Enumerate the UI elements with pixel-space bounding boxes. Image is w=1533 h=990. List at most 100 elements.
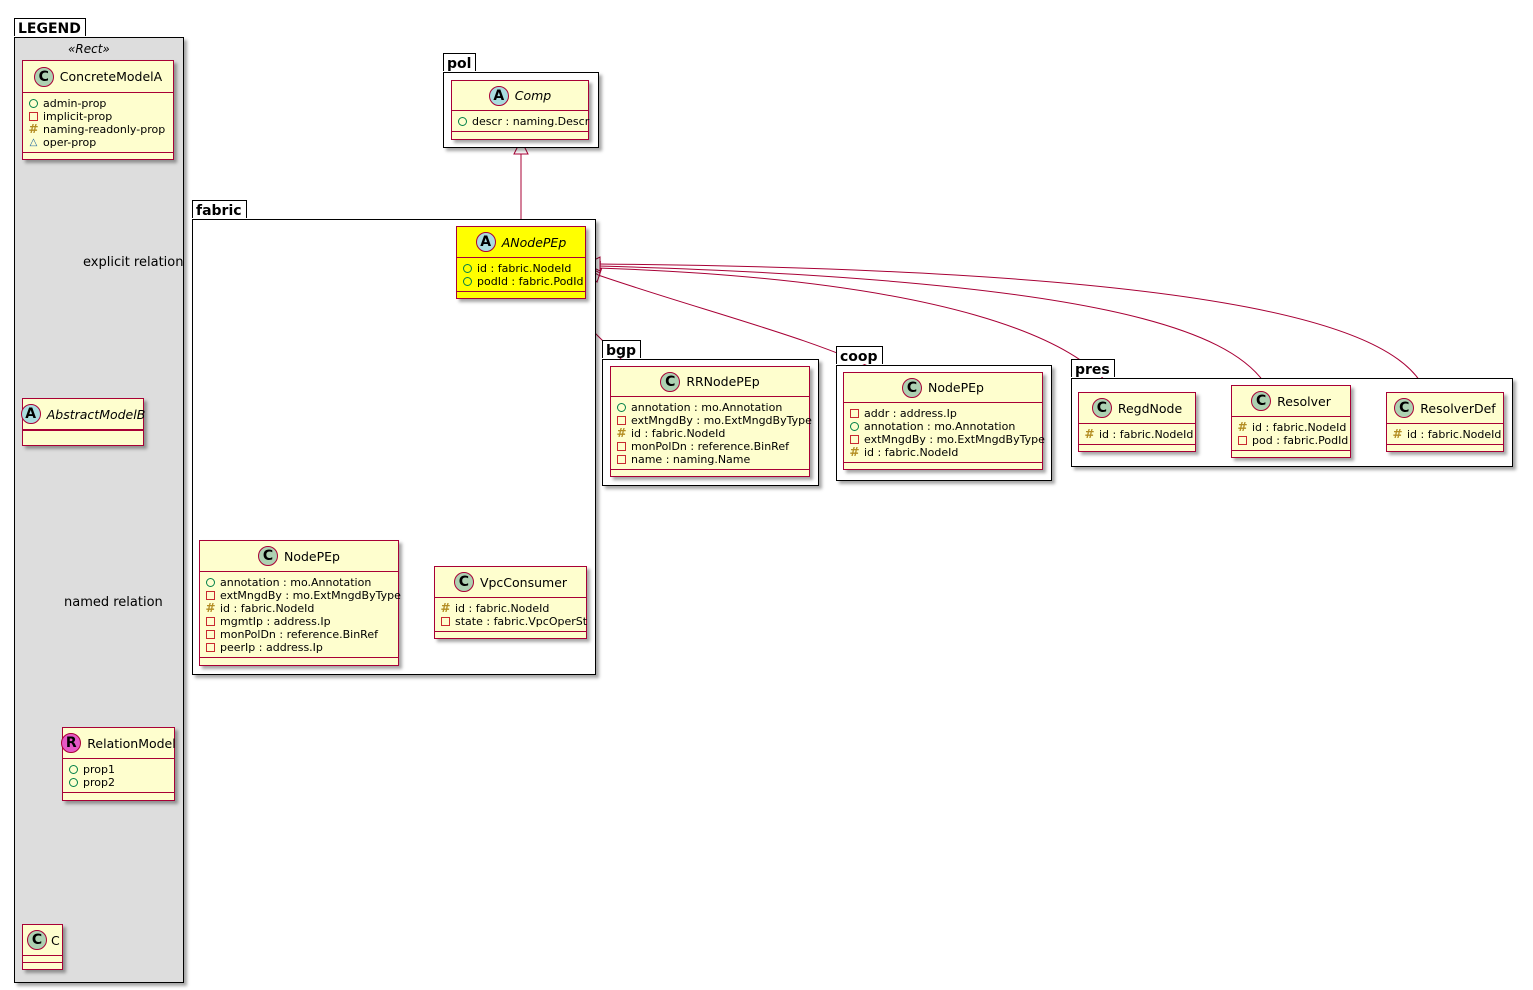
property-row: id : fabric.NodeId — [463, 262, 579, 275]
class-icon: C — [33, 66, 54, 87]
public-visibility-icon — [458, 117, 467, 126]
protected-visibility-icon: # — [440, 601, 451, 615]
property-row: annotation : mo.Annotation — [617, 401, 803, 414]
private-visibility-icon — [617, 416, 626, 425]
class-icon: C — [1091, 398, 1112, 418]
class-name: Resolver — [1277, 393, 1331, 409]
abstract-class-icon: A — [20, 404, 41, 424]
property-text: podId : fabric.PodId — [477, 275, 584, 288]
property-text: id : fabric.NodeId — [631, 427, 726, 440]
property-row: monPolDn : reference.BinRef — [617, 440, 803, 453]
package-tab-legend: LEGEND — [14, 18, 86, 37]
private-visibility-icon — [617, 455, 626, 464]
private-visibility-icon — [850, 409, 859, 418]
public-visibility-icon — [69, 778, 78, 787]
property-text: peerIp : address.Ip — [220, 641, 323, 654]
class-name: NodePEp — [928, 380, 984, 395]
property-text: monPolDn : reference.BinRef — [631, 440, 789, 453]
private-visibility-icon — [206, 643, 215, 652]
protected-visibility-icon: # — [28, 122, 39, 136]
protected-visibility-icon: # — [1392, 427, 1403, 441]
class-resolverdef[interactable]: C ResolverDef #id : fabric.NodeId — [1386, 392, 1504, 452]
property-row: #id : fabric.NodeId — [616, 427, 803, 440]
private-visibility-icon — [850, 435, 859, 444]
private-visibility-icon — [1238, 436, 1247, 445]
generalization-resolverdef-line — [597, 263, 1427, 393]
package-tab-fabric: fabric — [192, 200, 247, 219]
property-row: state : fabric.VpcOperSt — [441, 615, 587, 628]
property-row: pod : fabric.PodId — [1238, 434, 1348, 447]
relation-class-icon: R — [61, 733, 82, 753]
property-row: #id : fabric.NodeId — [1237, 421, 1346, 434]
explicit-relation-label: explicit relation — [83, 255, 184, 270]
property-row: podId : fabric.PodId — [463, 275, 584, 288]
class-icon: C — [1251, 391, 1272, 411]
class-icon: C — [1394, 398, 1415, 418]
class-icon: C — [453, 572, 474, 592]
private-visibility-icon — [29, 112, 38, 121]
class-name: AbstractModelB — [46, 406, 146, 422]
class-name: RelationModel — [87, 735, 176, 751]
property-row: annotation : mo.Annotation — [206, 576, 392, 589]
class-name: ConcreteModelA — [59, 69, 163, 84]
property-text: implicit-prop — [43, 110, 113, 123]
property-row: descr : naming.Descr — [458, 115, 589, 128]
package-tab-pol: pol — [443, 53, 477, 72]
property-text: annotation : mo.Annotation — [631, 401, 783, 414]
class-name: NodePEp — [284, 548, 340, 564]
property-row: #id : fabric.NodeId — [1084, 428, 1193, 441]
property-row: # id : fabric.NodeId — [440, 601, 580, 615]
class-regdnode[interactable]: C RegdNode #id : fabric.NodeId — [1078, 392, 1196, 452]
protected-visibility-icon: # — [205, 601, 216, 615]
class-icon: C — [258, 546, 278, 566]
property-row: # id : fabric.NodeId — [205, 601, 392, 615]
package-legend — [14, 37, 184, 983]
property-text: oper-prop — [43, 136, 97, 149]
named-relation-label: named relation — [64, 595, 163, 610]
property-text: state : fabric.VpcOperSt — [455, 615, 588, 628]
property-text: id : fabric.NodeId — [455, 602, 550, 615]
property-row: implicit-prop — [29, 110, 167, 123]
property-text: extMngdBy : mo.ExtMngdByType — [864, 433, 1045, 446]
class-comp[interactable]: A Comp descr : naming.Descr — [451, 80, 589, 140]
property-list: #id : fabric.NodeId — [1079, 424, 1195, 445]
property-text: pod : fabric.PodId — [1252, 434, 1349, 447]
public-visibility-icon — [206, 578, 215, 587]
package-tab-coop: coop — [836, 346, 883, 365]
protected-visibility-icon: # — [849, 445, 860, 459]
public-visibility-icon — [617, 403, 626, 412]
property-text: id : fabric.NodeId — [220, 602, 315, 615]
class-icon: C — [660, 371, 681, 392]
package-visibility-icon: △ — [29, 137, 38, 148]
property-row: prop1 — [69, 763, 168, 776]
property-text: id : fabric.NodeId — [1099, 428, 1194, 441]
class-c[interactable]: C C — [22, 924, 63, 970]
property-text: name : naming.Name — [631, 453, 751, 466]
property-row: #id : fabric.NodeId — [849, 445, 1036, 459]
property-row: extMngdBy : mo.ExtMngdByType — [206, 589, 401, 602]
property-row: #id : fabric.NodeId — [1392, 427, 1501, 441]
property-text: admin-prop — [43, 97, 107, 110]
class-abstractmodelb[interactable]: A AbstractModelB — [20, 398, 146, 446]
private-visibility-icon — [441, 617, 450, 626]
package-tab-pres: pres — [1071, 359, 1115, 378]
property-row: #naming-readonly-prop — [28, 122, 167, 136]
public-visibility-icon — [463, 264, 472, 273]
property-text: prop1 — [83, 763, 115, 776]
class-name: RegdNode — [1117, 400, 1183, 416]
property-text: prop2 — [83, 776, 115, 789]
